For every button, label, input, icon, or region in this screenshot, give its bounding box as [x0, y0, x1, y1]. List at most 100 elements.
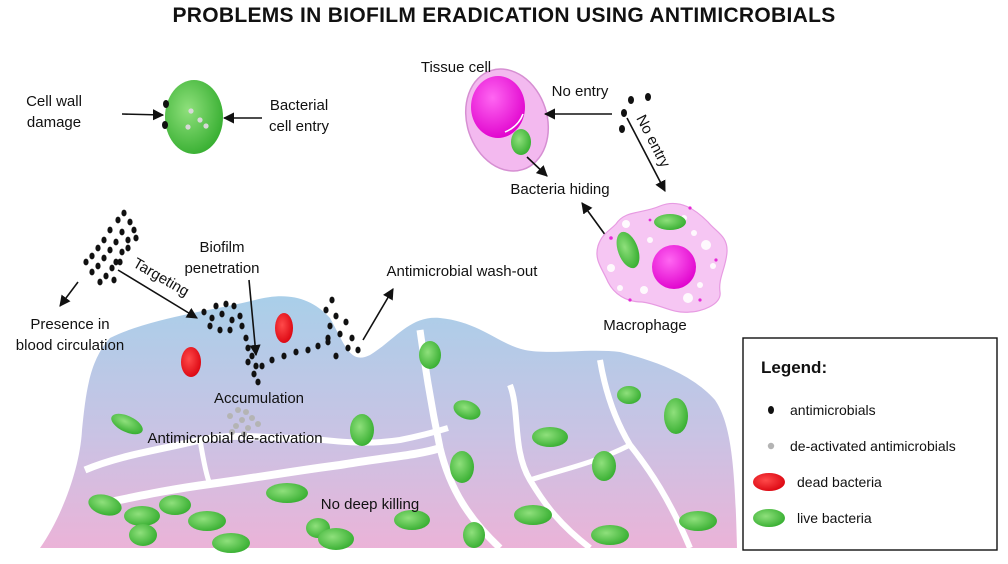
antimicrobial-dot: [115, 216, 121, 224]
bacterial-cell-entry-label: Bacterial cell entry: [269, 97, 330, 135]
legend-dead-bacteria-icon: [753, 473, 785, 491]
antimicrobial-dot: [333, 352, 339, 360]
arrow-targeting: [117, 269, 198, 319]
hidden-bacterium: [616, 231, 640, 269]
deactivation-label: Antimicrobial de-activation: [147, 430, 322, 447]
antimicrobial-dot: [89, 252, 95, 260]
antimicrobial-dot: [269, 356, 275, 364]
antimicrobial-dot: [315, 342, 321, 350]
legend-item-antimicrobials: antimicrobials: [790, 402, 876, 418]
deactivated-dot: [249, 415, 255, 421]
antimicrobial-dot: [249, 352, 255, 360]
antimicrobial-particles: [83, 209, 361, 386]
deactivated-dot: [235, 407, 241, 413]
antimicrobial-dot: [125, 244, 131, 252]
presence-blood-label: Presence in blood circulation: [16, 316, 124, 354]
antimicrobial-dot: [245, 358, 251, 366]
biofilm-live-bacteria: [88, 341, 717, 553]
live-bacterium: [617, 386, 641, 404]
live-bacterium: [212, 533, 250, 553]
svg-text:Cell wall: Cell wall: [26, 93, 82, 110]
antimicrobial-dot: [127, 218, 133, 226]
antimicrobial-dot: [97, 278, 103, 286]
antimicrobial-dot: [83, 258, 89, 266]
arrow-cell-wall: [121, 109, 165, 121]
arrow-penetration: [248, 279, 261, 357]
tissue-cell-label: Tissue cell: [421, 59, 491, 76]
arrow-hiding-tissue: [526, 156, 548, 177]
antimicrobial-dot: [259, 362, 265, 370]
accumulation-label: Accumulation: [214, 390, 304, 407]
antimicrobial-dot: [239, 322, 245, 330]
biofilm-mass: [40, 296, 737, 551]
antimicrobial-dot: [255, 378, 261, 386]
svg-text:penetration: penetration: [184, 260, 259, 277]
deactivated-dot: [203, 123, 209, 129]
no-entry-label: No entry: [552, 83, 609, 100]
live-bacterium: [591, 525, 629, 545]
svg-text:Bacterial: Bacterial: [270, 97, 328, 114]
antimicrobial-dot: [305, 346, 311, 354]
live-bacterium: [350, 414, 374, 446]
svg-text:Biofilm: Biofilm: [199, 239, 244, 256]
antimicrobial-dot: [133, 234, 139, 242]
deactivated-dot: [233, 423, 239, 429]
antimicrobial-dot: [119, 248, 125, 256]
antimicrobial-dot: [107, 226, 113, 234]
antimicrobial-dot: [281, 352, 287, 360]
deactivated-dot: [245, 425, 251, 431]
deactivated-dot: [229, 429, 235, 435]
antimicrobial-dot: [229, 316, 235, 324]
live-bacterium: [188, 511, 226, 531]
live-bacterium: [514, 505, 552, 525]
live-bacterium: [679, 511, 717, 531]
deactivated-dot: [185, 124, 191, 130]
targeting-label: Targeting: [130, 255, 192, 301]
diagram-title: PROBLEMS IN BIOFILM ERADICATION USING AN…: [172, 4, 835, 27]
live-bacterium: [124, 506, 160, 526]
live-bacterium: [129, 524, 157, 546]
live-bacterium: [664, 398, 688, 434]
arrow-no-entry-macrophage: [626, 117, 666, 192]
target-bacterium: [165, 80, 223, 154]
bacteria-hiding-label: Bacteria hiding: [510, 181, 609, 198]
deactivated-dot: [227, 413, 233, 419]
macrophage-nucleus: [652, 245, 696, 289]
antimicrobial-dot: [101, 254, 107, 262]
deactivated-dot: [255, 421, 261, 427]
antimicrobial-dot: [345, 344, 351, 352]
antimicrobial-dot: [231, 302, 237, 310]
tissue-cell: [464, 68, 550, 172]
legend-item-dead: dead bacteria: [797, 474, 882, 490]
svg-text:Presence in: Presence in: [30, 316, 109, 333]
antimicrobial-dot: [117, 258, 123, 266]
legend-deactivated-icon: [767, 442, 775, 450]
antimicrobial-dot: [327, 322, 333, 330]
antimicrobial-dot: [95, 244, 101, 252]
antimicrobial-dot: [333, 312, 339, 320]
antimicrobial-dot: [95, 262, 101, 270]
antimicrobial-dot: [227, 326, 233, 334]
cell-wall-damage-label: Cell wall damage: [26, 93, 82, 131]
deactivated-dot: [188, 108, 194, 114]
antimicrobial-dot: [619, 125, 625, 133]
antimicrobial-dot: [113, 258, 119, 266]
antimicrobial-dot: [162, 121, 168, 129]
antimicrobial-dot: [89, 268, 95, 276]
live-bacterium: [532, 427, 568, 447]
antimicrobial-dot: [325, 334, 331, 342]
antimicrobial-dot: [245, 344, 251, 352]
antimicrobial-dot: [251, 370, 257, 378]
live-bacterium: [266, 483, 308, 503]
live-bacterium: [592, 451, 616, 481]
antimicrobial-dot: [125, 236, 131, 244]
antimicrobial-dot: [253, 362, 259, 370]
svg-text:damage: damage: [27, 114, 81, 131]
live-bacterium: [88, 494, 122, 516]
antimicrobial-dot: [113, 238, 119, 246]
antimicrobial-dot: [163, 100, 169, 108]
antimicrobial-dot: [219, 310, 225, 318]
antimicrobial-dot: [628, 96, 634, 104]
antimicrobial-dot: [217, 326, 223, 334]
macrophage-label: Macrophage: [603, 317, 686, 334]
